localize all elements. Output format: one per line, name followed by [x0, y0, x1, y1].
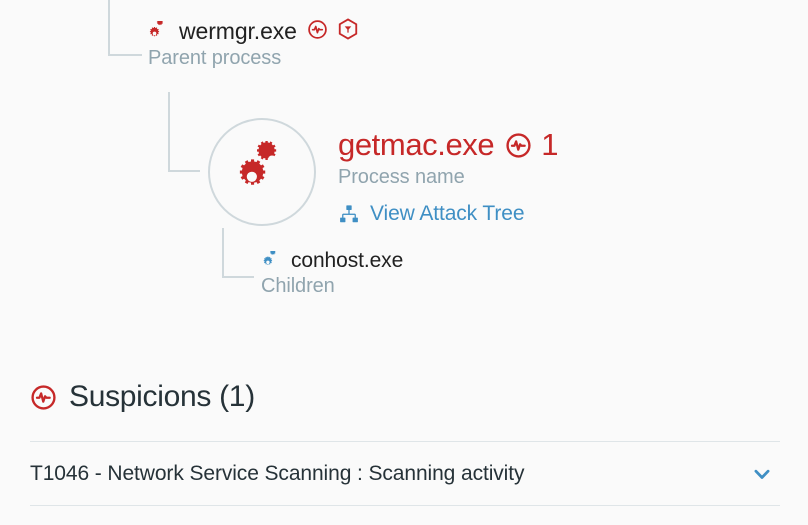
parent-badge-group — [307, 18, 359, 45]
focus-process-label: Process name — [338, 166, 465, 189]
process-tree-panel: wermgr.exe Parent process — [108, 0, 559, 298]
divider-top — [30, 441, 780, 442]
suspicion-label: T1046 - Network Service Scanning : Scann… — [30, 461, 525, 485]
parent-process-name: wermgr.exe — [179, 18, 297, 44]
gears-icon — [233, 140, 291, 204]
suspicions-section: Suspicions (1) T1046 - Network Service S… — [0, 345, 808, 525]
connector-child-elbow — [222, 228, 254, 278]
connector-parent-elbow — [108, 0, 142, 56]
view-attack-tree-label: View Attack Tree — [370, 202, 525, 226]
focus-process-node[interactable]: getmac.exe 1 Process name — [208, 118, 559, 230]
sitemap-icon — [338, 203, 360, 225]
child-process-name: conhost.exe — [291, 249, 404, 272]
suspicion-pulse-icon[interactable] — [505, 132, 532, 159]
parent-process-label: Parent process — [148, 47, 282, 69]
suspicion-count: 1 — [541, 127, 559, 162]
gears-icon — [148, 20, 170, 43]
chevron-down-icon[interactable] — [749, 461, 780, 487]
suspicion-row[interactable]: T1046 - Network Service Scanning : Scann… — [30, 442, 780, 505]
focus-process-name: getmac.exe — [338, 127, 495, 162]
avatar — [208, 118, 316, 226]
child-process-node[interactable]: conhost.exe Children — [261, 249, 404, 298]
suspicions-title: Suspicions (1) — [69, 380, 255, 413]
divider-bottom — [30, 505, 780, 506]
parent-process-node[interactable]: wermgr.exe Parent process — [148, 18, 359, 70]
suspicions-header: Suspicions (1) — [0, 345, 808, 414]
connector-focus-elbow — [168, 92, 200, 172]
hexagon-shield-icon[interactable] — [337, 18, 359, 45]
view-attack-tree-link[interactable]: View Attack Tree — [338, 202, 525, 226]
child-process-label: Children — [261, 275, 335, 297]
suspicion-pulse-icon — [30, 384, 57, 411]
gears-icon — [262, 251, 282, 271]
suspicion-pulse-icon[interactable] — [307, 19, 328, 45]
